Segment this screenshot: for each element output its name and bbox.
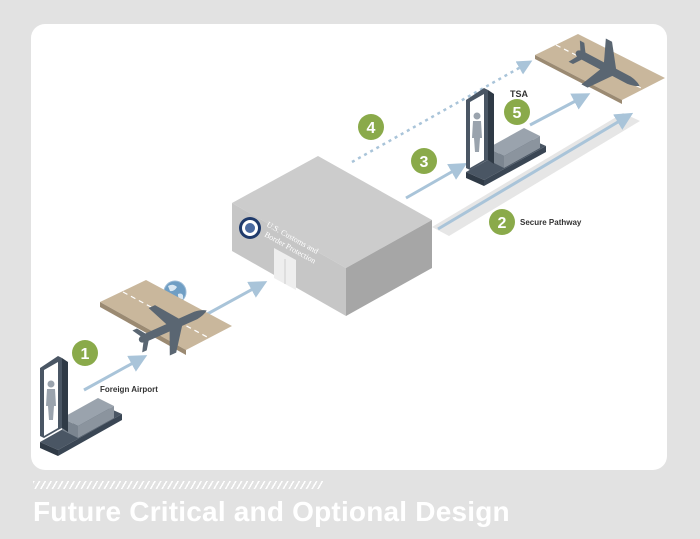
foreign-airport-label: Foreign Airport: [100, 385, 158, 394]
secure-pathway: [432, 112, 640, 236]
svg-text:2: 2: [498, 215, 507, 232]
step-badge-2: 2: [489, 209, 515, 235]
foreign-checkpoint: [40, 356, 122, 456]
svg-text:4: 4: [367, 120, 376, 137]
svg-text:5: 5: [513, 105, 522, 122]
tsa-checkpoint: [466, 88, 546, 186]
cbp-building: U.S. Customs and Border Protection: [232, 156, 432, 316]
airplane-icon: [132, 305, 207, 356]
step-badge-3: 3: [411, 148, 437, 174]
step-badge-4: 4: [358, 114, 384, 140]
secure-pathway-label: Secure Pathway: [520, 218, 582, 227]
svg-text:1: 1: [81, 346, 90, 363]
step-badge-1: 1: [72, 340, 98, 366]
airplane-icon: [568, 38, 640, 88]
optional-path-arrow: [351, 60, 533, 164]
arrow-to-tsa: [405, 163, 468, 200]
process-diagram: TSA U.S. Customs and Border Protection: [40, 34, 665, 456]
dhs-seal-icon: [239, 217, 261, 239]
svg-text:3: 3: [420, 154, 429, 171]
arrow-to-cbp: [199, 281, 268, 320]
page-title: Future Critical and Optional Design: [33, 496, 510, 527]
tsa-label: TSA: [510, 89, 529, 99]
arrow-tsa-to-plane: [529, 93, 591, 127]
decorative-hatch: [33, 481, 323, 489]
step-badge-5: 5: [504, 99, 530, 125]
person-icon: [472, 112, 482, 152]
arrow-to-plane: [83, 355, 148, 392]
person-icon: [46, 380, 56, 420]
